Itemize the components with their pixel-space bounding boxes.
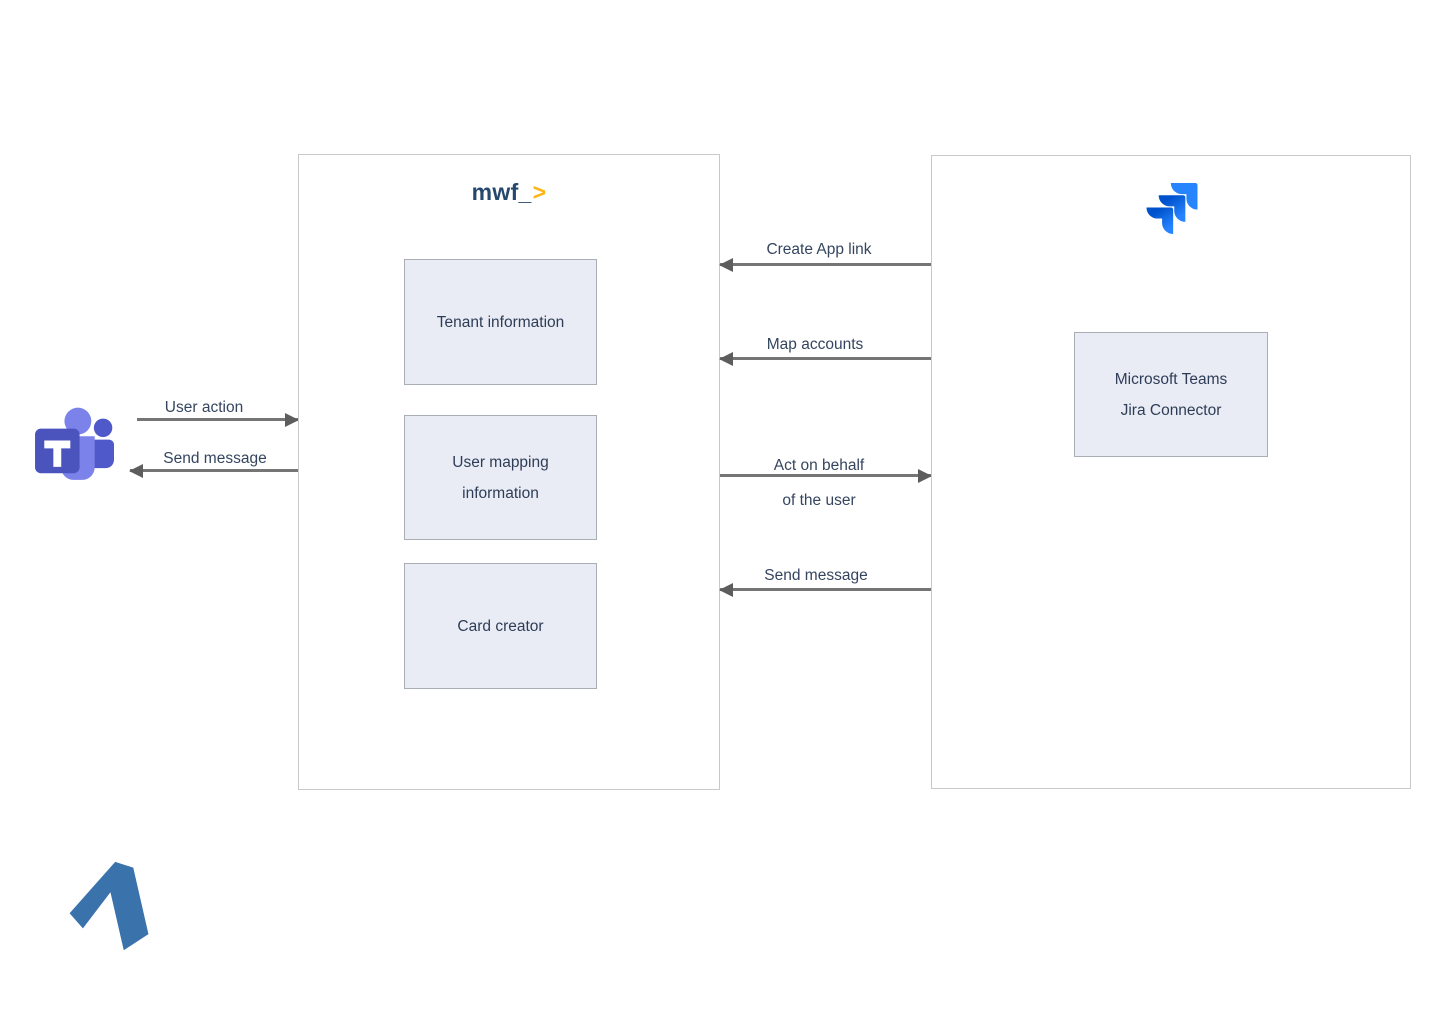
arrow-act-on-behalf xyxy=(720,468,932,483)
jira-icon xyxy=(1146,183,1198,235)
microsoft-teams-icon xyxy=(35,407,114,480)
arrow-label-send-message-left: Send message xyxy=(163,450,267,467)
arrow-user-action xyxy=(137,412,299,427)
arrow-label-create-app-link: Create App link xyxy=(766,241,872,258)
node-user-mapping-information: User mapping information xyxy=(404,415,597,540)
node-tenant-information: Tenant information xyxy=(404,259,597,385)
node-card-creator-label: Card creator xyxy=(457,617,544,635)
mwf-logo-accent: > xyxy=(532,179,547,205)
arrow-label-user-action: User action xyxy=(164,399,244,416)
node-teams-jira-connector-line2: Jira Connector xyxy=(1120,401,1222,419)
node-teams-jira-connector-line1: Microsoft Teams xyxy=(1114,370,1228,388)
arrow-label-act-on-behalf: Act on behalf of the user xyxy=(734,457,904,510)
arrow-label-map-accounts: Map accounts xyxy=(766,336,864,353)
blue-arrow-mark-icon xyxy=(69,861,149,951)
arrow-map-accounts xyxy=(719,351,931,366)
node-user-mapping-information-label: User mapping information xyxy=(452,453,549,502)
mwf-logo: mwf_> xyxy=(298,179,720,206)
arrow-send-message-right xyxy=(719,582,931,597)
mwf-logo-text: mwf_ xyxy=(471,179,532,205)
jira-panel xyxy=(931,155,1411,789)
arrow-send-message-left xyxy=(129,463,299,478)
arrow-label-send-message-right: Send message xyxy=(764,567,868,584)
arrow-create-app-link xyxy=(719,257,931,272)
node-card-creator: Card creator xyxy=(404,563,597,689)
node-teams-jira-connector: Microsoft Teams Jira Connector xyxy=(1074,332,1268,457)
arrow-label-act-on-behalf-line2: of the user xyxy=(782,492,856,509)
arrow-label-act-on-behalf-line1: Act on behalf xyxy=(773,457,865,474)
node-tenant-information-label: Tenant information xyxy=(436,313,565,331)
